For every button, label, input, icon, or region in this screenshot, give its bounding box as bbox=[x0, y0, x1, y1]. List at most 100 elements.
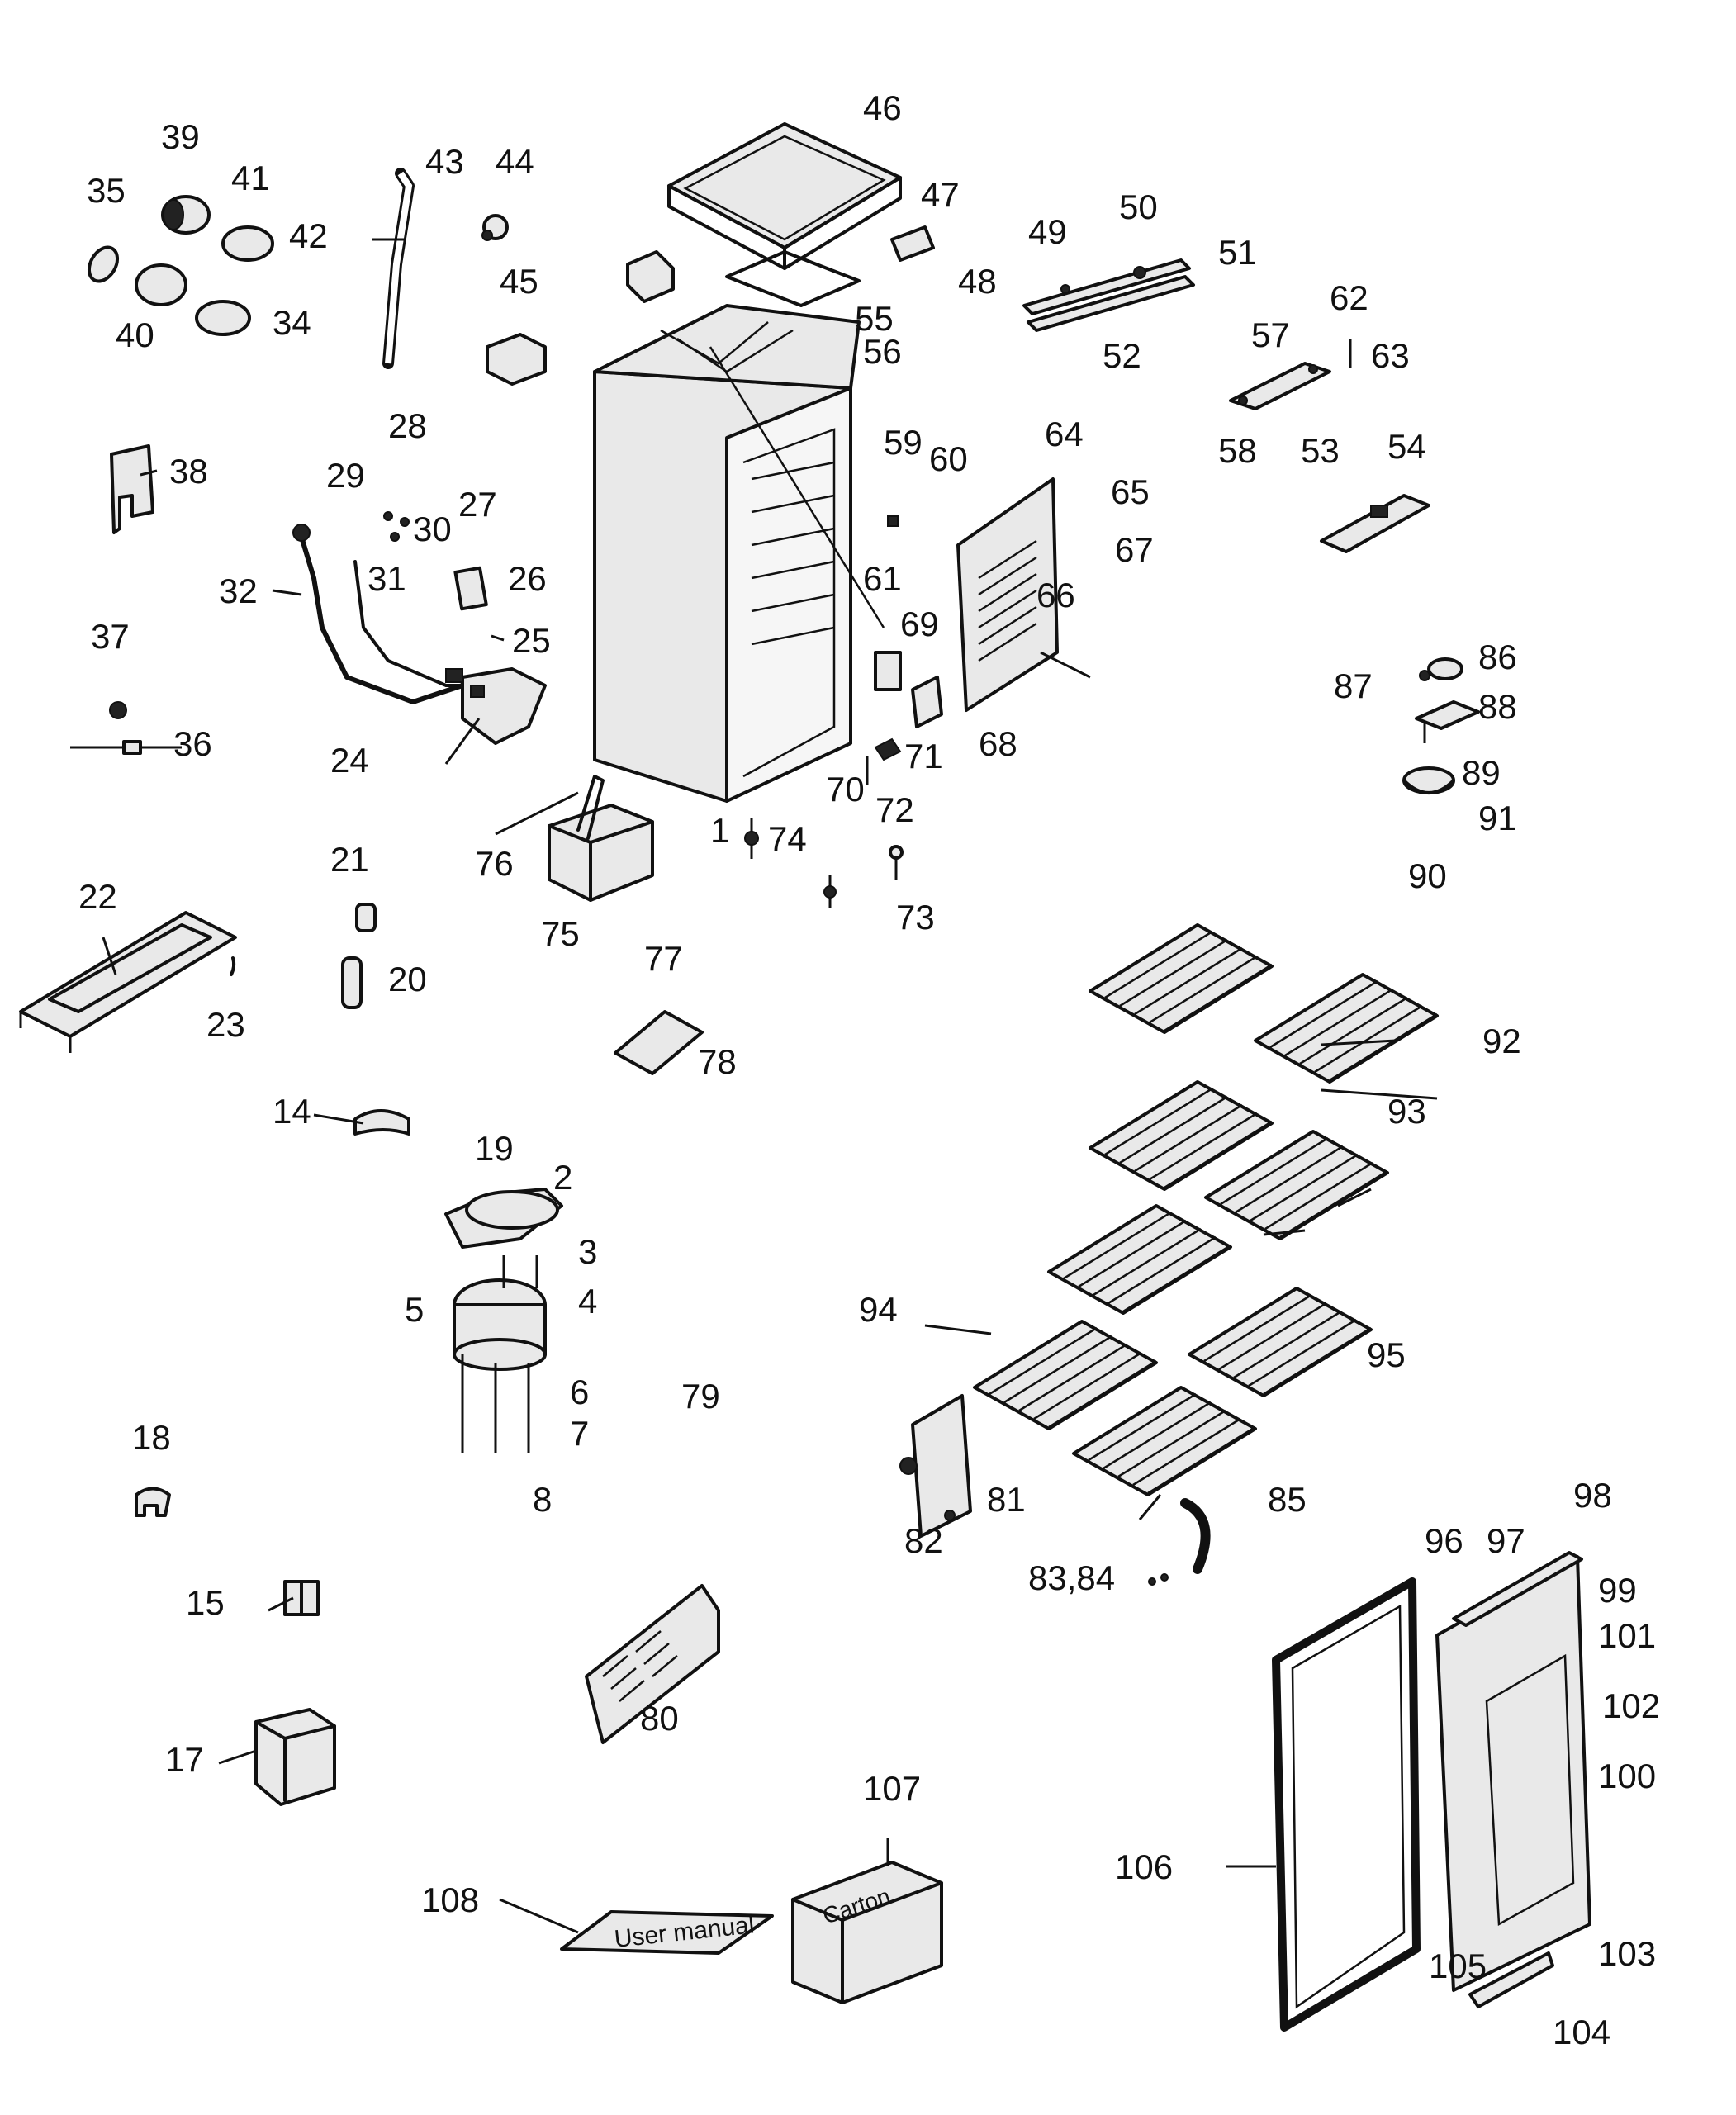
part-64-evaporator bbox=[956, 477, 1091, 712]
part-label-108: 108 bbox=[421, 1880, 479, 1919]
part-label-91: 91 bbox=[1478, 799, 1517, 837]
part-100-door bbox=[1435, 1551, 1591, 2008]
part-label-64: 64 bbox=[1045, 415, 1084, 453]
part-label-60: 60 bbox=[929, 439, 968, 478]
part-label-37: 37 bbox=[91, 617, 130, 656]
part-label-31: 31 bbox=[368, 559, 406, 598]
part-label-62: 62 bbox=[1330, 278, 1368, 317]
part-label-99: 99 bbox=[1598, 1571, 1637, 1610]
part-53-54-lamp bbox=[1320, 494, 1430, 553]
wire-shelf-2 bbox=[1254, 973, 1439, 1084]
part-label-89: 89 bbox=[1462, 753, 1501, 792]
part-label-52: 52 bbox=[1103, 336, 1141, 375]
part-label-105: 105 bbox=[1429, 1947, 1487, 1985]
part-label-82: 82 bbox=[904, 1521, 943, 1560]
part-label-58: 58 bbox=[1218, 431, 1257, 470]
part-label-36: 36 bbox=[173, 724, 212, 763]
part-label-70: 70 bbox=[826, 770, 865, 809]
part-label-83-84: 83,84 bbox=[1028, 1558, 1115, 1597]
part-label-86: 86 bbox=[1478, 638, 1517, 676]
part-38-bracket bbox=[110, 444, 154, 534]
part-label-14: 14 bbox=[273, 1092, 311, 1131]
part-label-30: 30 bbox=[413, 510, 452, 548]
part-41-cap bbox=[221, 225, 274, 262]
part-label-93: 93 bbox=[1387, 1092, 1426, 1131]
part-88-bracket bbox=[1415, 700, 1480, 743]
part-label-46: 46 bbox=[863, 88, 902, 127]
part-label-53: 53 bbox=[1301, 431, 1340, 470]
part-86-87-knob bbox=[1419, 657, 1463, 681]
part-85-bracket bbox=[1180, 1498, 1211, 1574]
part-label-92: 92 bbox=[1482, 1022, 1521, 1060]
part-20-filter bbox=[341, 956, 363, 1009]
part-label-2: 2 bbox=[553, 1158, 572, 1197]
part-label-106: 106 bbox=[1115, 1847, 1173, 1886]
part-label-87: 87 bbox=[1334, 666, 1373, 705]
part-label-24: 24 bbox=[330, 741, 369, 780]
part-31-wire bbox=[353, 560, 481, 687]
part-label-63: 63 bbox=[1371, 336, 1410, 375]
part-71-foot bbox=[874, 737, 902, 761]
wire-shelf-5 bbox=[1047, 1204, 1232, 1315]
part-21-cap bbox=[355, 903, 377, 932]
part-19-compressor-cover bbox=[444, 1188, 563, 1249]
part-label-15: 15 bbox=[186, 1583, 225, 1622]
part-label-43: 43 bbox=[425, 142, 464, 181]
part-75-drip-tray bbox=[495, 775, 654, 902]
top-pad-55 bbox=[725, 250, 861, 307]
part-73-foot bbox=[889, 845, 904, 880]
part-label-40: 40 bbox=[116, 315, 154, 354]
part-label-32: 32 bbox=[219, 571, 258, 610]
part-label-35: 35 bbox=[87, 171, 126, 210]
part-label-19: 19 bbox=[475, 1129, 514, 1168]
foam-block bbox=[626, 250, 675, 303]
part-label-81: 81 bbox=[987, 1480, 1026, 1519]
cabinet-shelves-lines bbox=[751, 461, 835, 646]
part-77-plate bbox=[614, 1010, 704, 1075]
part-label-76: 76 bbox=[475, 844, 514, 883]
leader-lines bbox=[70, 238, 1438, 1934]
part-label-1: 1 bbox=[710, 811, 729, 850]
wire-shelf-6 bbox=[973, 1320, 1158, 1430]
part-label-97: 97 bbox=[1487, 1521, 1525, 1560]
top-cover bbox=[667, 122, 935, 270]
part-label-73: 73 bbox=[896, 898, 935, 937]
part-18-clip bbox=[135, 1487, 171, 1517]
part-label-5: 5 bbox=[405, 1290, 424, 1329]
part-label-21: 21 bbox=[330, 840, 369, 879]
part-label-44: 44 bbox=[496, 142, 534, 181]
part-label-103: 103 bbox=[1598, 1934, 1656, 1973]
part-label-85: 85 bbox=[1268, 1480, 1307, 1519]
part-label-29: 29 bbox=[326, 456, 365, 495]
part-82-hinge bbox=[899, 1394, 972, 1538]
part-label-71: 71 bbox=[904, 737, 943, 775]
wire-shelf-3 bbox=[1089, 1080, 1274, 1191]
part-label-94: 94 bbox=[859, 1290, 898, 1329]
part-52-light-rail bbox=[1022, 258, 1195, 332]
part-label-23: 23 bbox=[206, 1005, 245, 1044]
part-label-75: 75 bbox=[541, 914, 580, 953]
part-label-38: 38 bbox=[169, 452, 208, 491]
part-label-65: 65 bbox=[1111, 472, 1150, 511]
part-label-66: 66 bbox=[1036, 576, 1075, 614]
part-45-block bbox=[486, 333, 547, 386]
part-label-95: 95 bbox=[1367, 1335, 1406, 1374]
user-manual: User manual bbox=[560, 1910, 774, 1955]
part-label-22: 22 bbox=[78, 877, 117, 916]
part-42-rod bbox=[382, 168, 415, 369]
part-23-pin bbox=[230, 956, 236, 976]
part-label-47: 47 bbox=[921, 175, 960, 214]
part-labels: 1234567814151718192021222324252627282930… bbox=[78, 88, 1660, 2051]
part-39-cap bbox=[161, 195, 211, 235]
part-label-80: 80 bbox=[640, 1699, 679, 1738]
part-22-base-rail bbox=[19, 911, 237, 1053]
part-label-102: 102 bbox=[1602, 1686, 1660, 1725]
part-label-98: 98 bbox=[1573, 1476, 1612, 1515]
part-label-3: 3 bbox=[578, 1232, 597, 1271]
part-label-18: 18 bbox=[132, 1418, 171, 1457]
part-label-69: 69 bbox=[900, 605, 939, 643]
part-label-27: 27 bbox=[458, 485, 497, 524]
part-label-55: 55 bbox=[855, 299, 894, 338]
part-label-45: 45 bbox=[500, 262, 538, 301]
